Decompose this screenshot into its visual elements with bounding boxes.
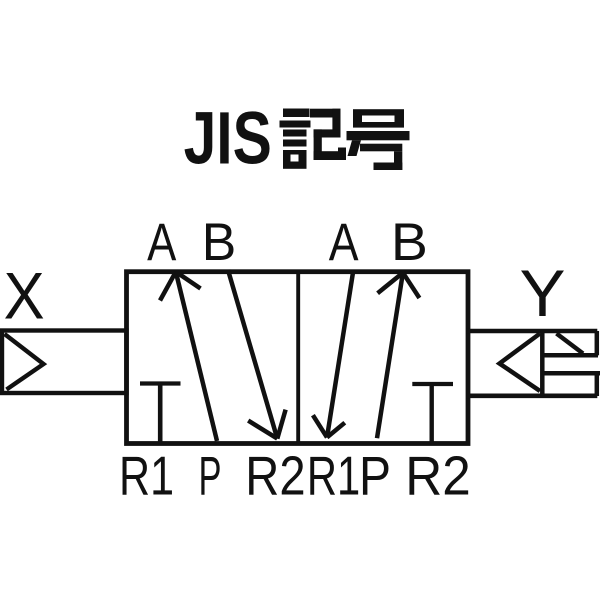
svg-text:Y: Y	[520, 256, 566, 330]
svg-text:A: A	[147, 213, 177, 272]
svg-text:R2: R2	[245, 444, 305, 506]
svg-text:A: A	[329, 213, 359, 272]
svg-text:R1: R1	[307, 444, 360, 506]
svg-text:P: P	[199, 444, 222, 506]
svg-text:R2: R2	[405, 444, 471, 506]
svg-text:JIS: JIS	[184, 97, 272, 180]
svg-text:R1: R1	[119, 444, 174, 506]
svg-text:P: P	[359, 444, 391, 506]
svg-text:B: B	[391, 213, 428, 272]
svg-text:X: X	[4, 259, 45, 333]
svg-text:B: B	[202, 213, 237, 272]
